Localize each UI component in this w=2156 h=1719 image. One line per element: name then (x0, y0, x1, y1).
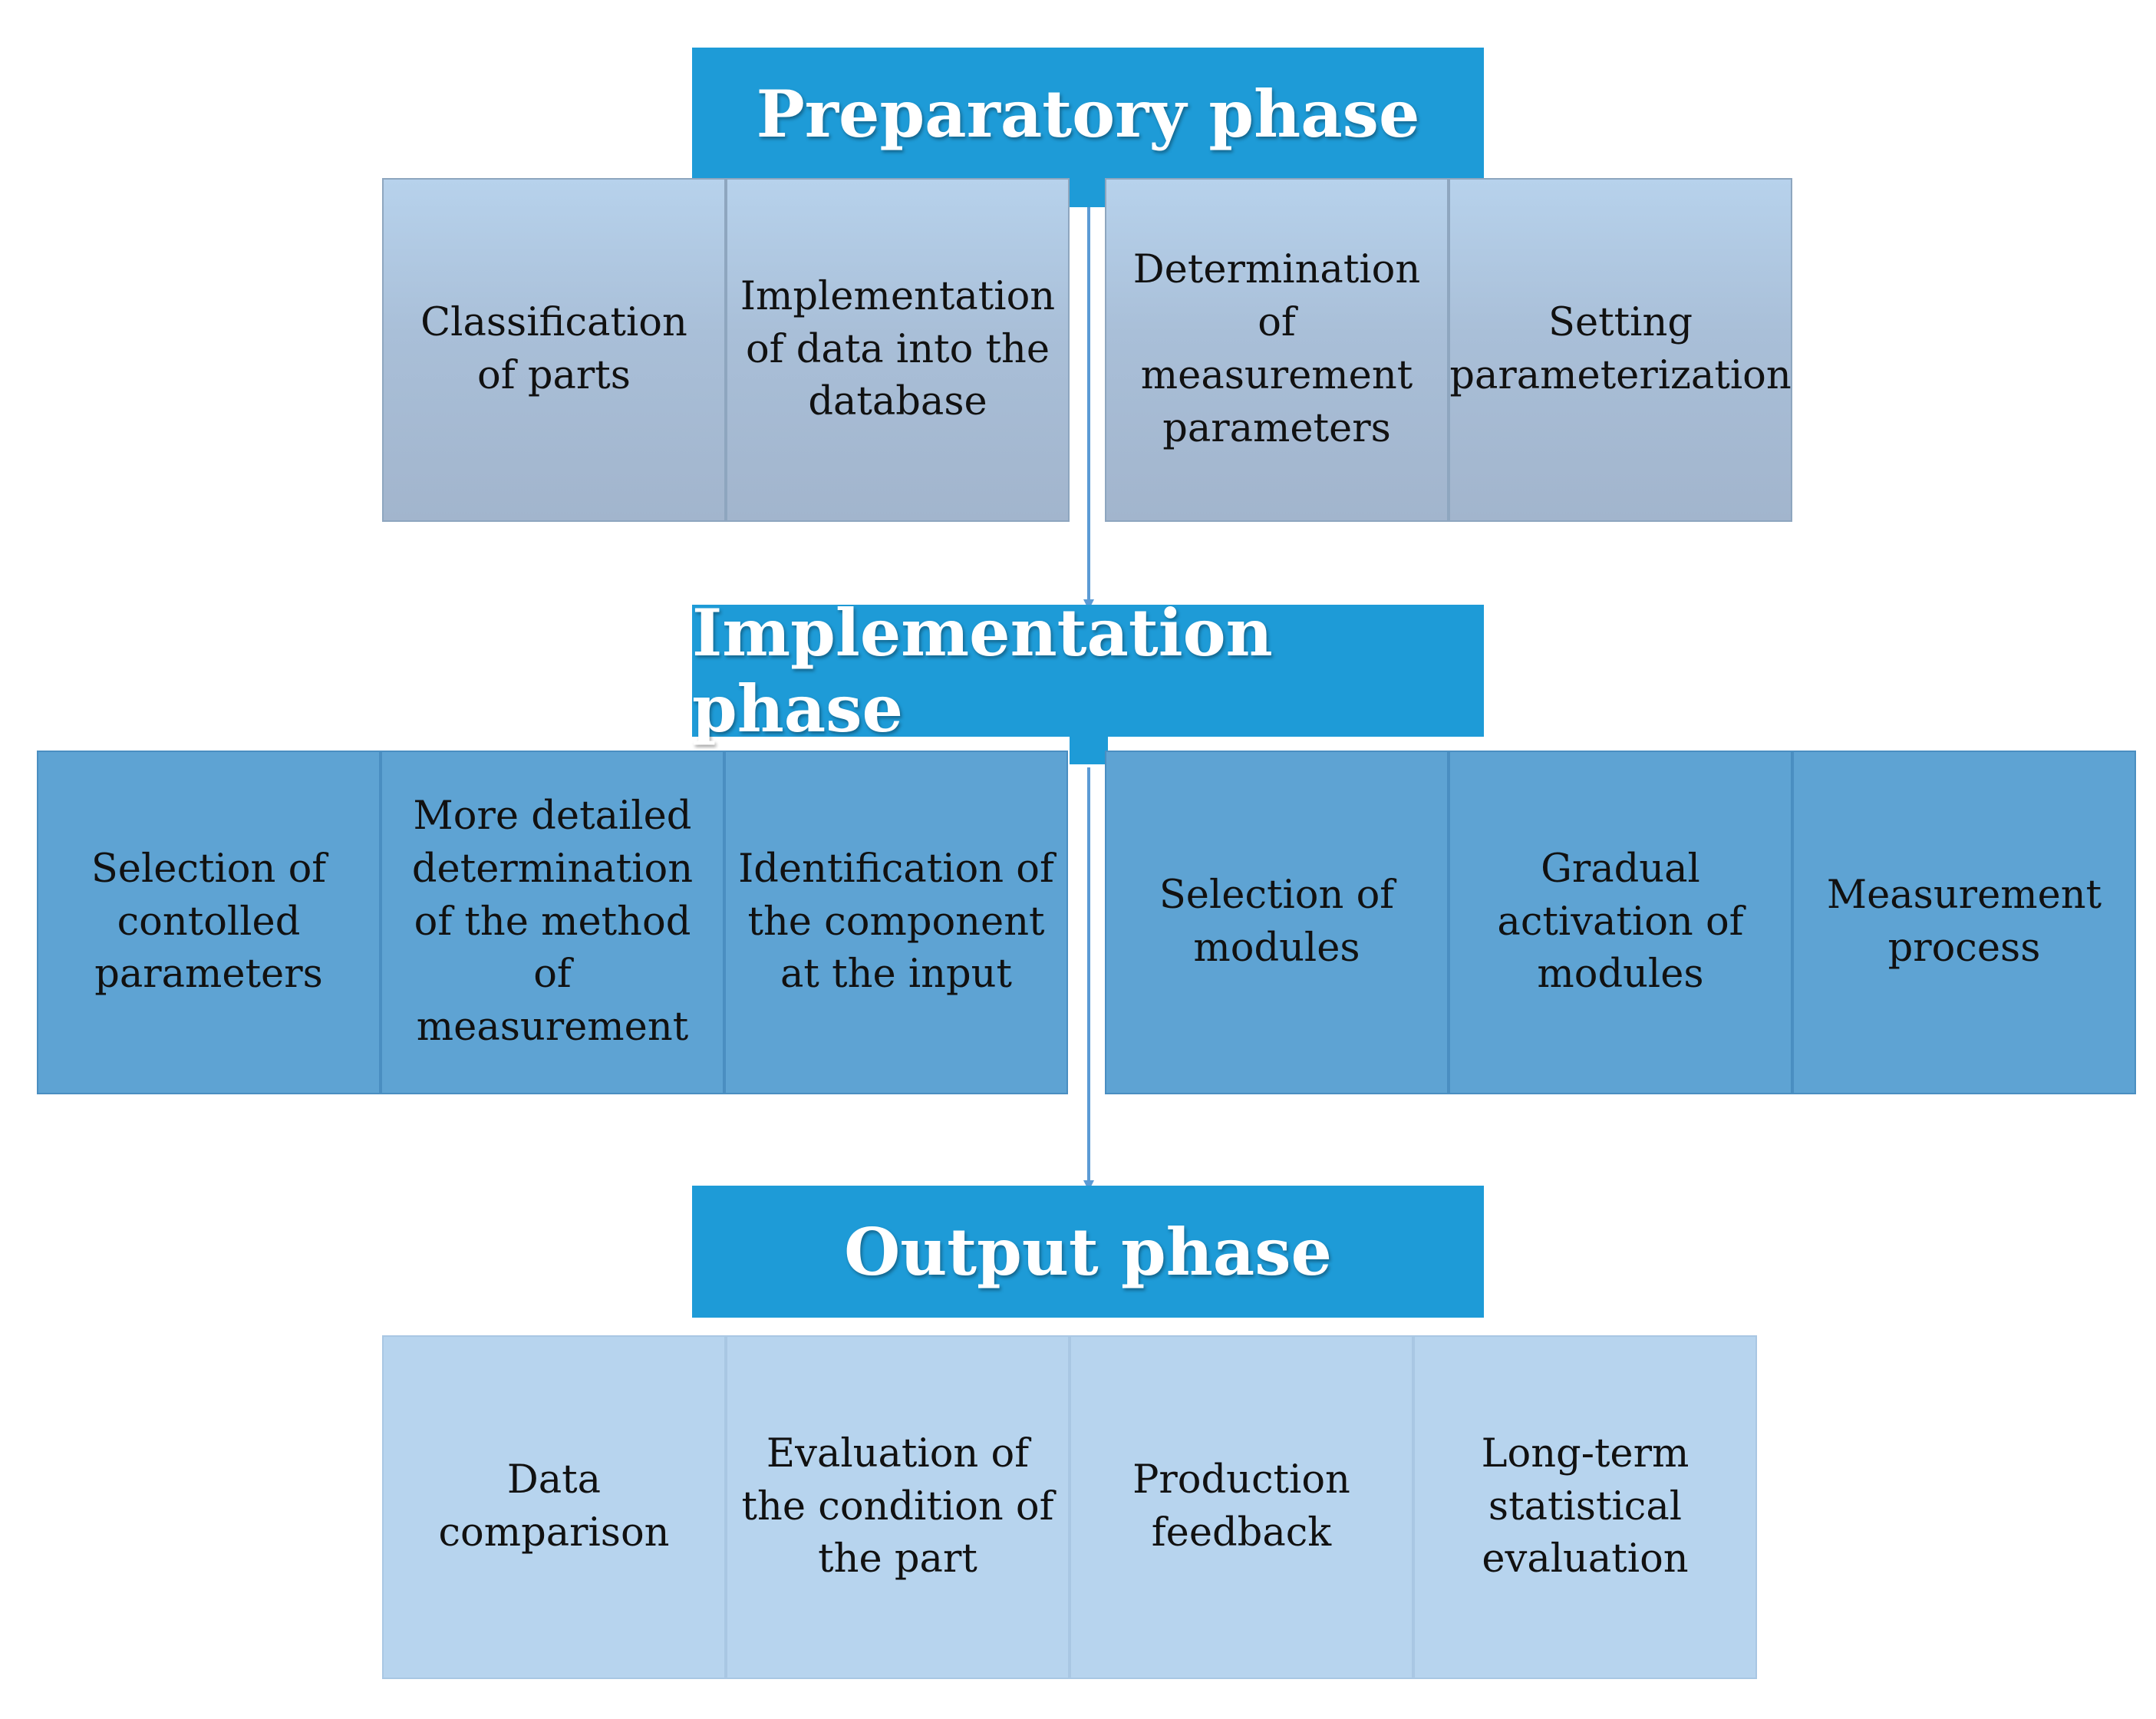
impl-step-label: Measurement process (1826, 873, 2102, 971)
prep-step-implementation-of-data: Implementation of data into the database (726, 178, 1070, 522)
prep-step-classification: Classification of parts (382, 178, 726, 522)
prep-step-label: Determination of measurement parameters (1132, 247, 1421, 451)
preparatory-phase-header: Preparatory phase (692, 48, 1484, 180)
prep-step-setting-parameterization: Setting parameterization (1449, 178, 1792, 522)
impl-step-identification: Identification of the component at the i… (724, 751, 1068, 1094)
impl-step-gradual-activation: Gradual activation of modules (1449, 751, 1792, 1094)
output-phase-header: Output phase (692, 1186, 1484, 1318)
output-step-label: Production feedback (1132, 1457, 1350, 1556)
prep-step-label: Setting parameterization (1449, 300, 1792, 398)
impl-step-label: Selection of contolled parameters (91, 846, 327, 998)
output-step-label: Long-term statistical evaluation (1481, 1430, 1690, 1582)
output-phase-title: Output phase (844, 1213, 1332, 1290)
impl-step-method-of-measurement: More detailed determination of the metho… (381, 751, 724, 1094)
output-step-label: Data comparison (438, 1457, 670, 1556)
output-step-evaluation: Evaluation of the condition of the part (726, 1335, 1070, 1679)
impl-step-label: Identification of the component at the i… (738, 846, 1054, 998)
output-step-data-comparison: Data comparison (382, 1335, 726, 1679)
impl-step-label: More detailed determination of the metho… (411, 793, 694, 1051)
prep-step-label: Classification of parts (420, 300, 687, 398)
impl-step-selection-of-modules: Selection of modules (1105, 751, 1449, 1094)
output-step-label: Evaluation of the condition of the part (741, 1430, 1054, 1582)
impl-step-label: Gradual activation of modules (1497, 846, 1744, 998)
output-step-production-feedback: Production feedback (1070, 1335, 1413, 1679)
preparatory-phase-title: Preparatory phase (756, 75, 1420, 152)
implementation-header-stub (1070, 737, 1108, 764)
impl-step-label: Selection of modules (1159, 873, 1395, 971)
prep-step-label: Implementation of data into the database (740, 273, 1056, 425)
implementation-phase-header: Implementation phase (692, 595, 1484, 747)
output-step-long-term-evaluation: Long-term statistical evaluation (1413, 1335, 1757, 1679)
implementation-phase-title: Implementation phase (692, 595, 1273, 747)
impl-step-measurement-process: Measurement process (1792, 751, 2136, 1094)
preparatory-header-stub (1070, 180, 1108, 207)
prep-step-determination: Determination of measurement parameters (1105, 178, 1449, 522)
impl-step-selection-of-parameters: Selection of contolled parameters (37, 751, 381, 1094)
